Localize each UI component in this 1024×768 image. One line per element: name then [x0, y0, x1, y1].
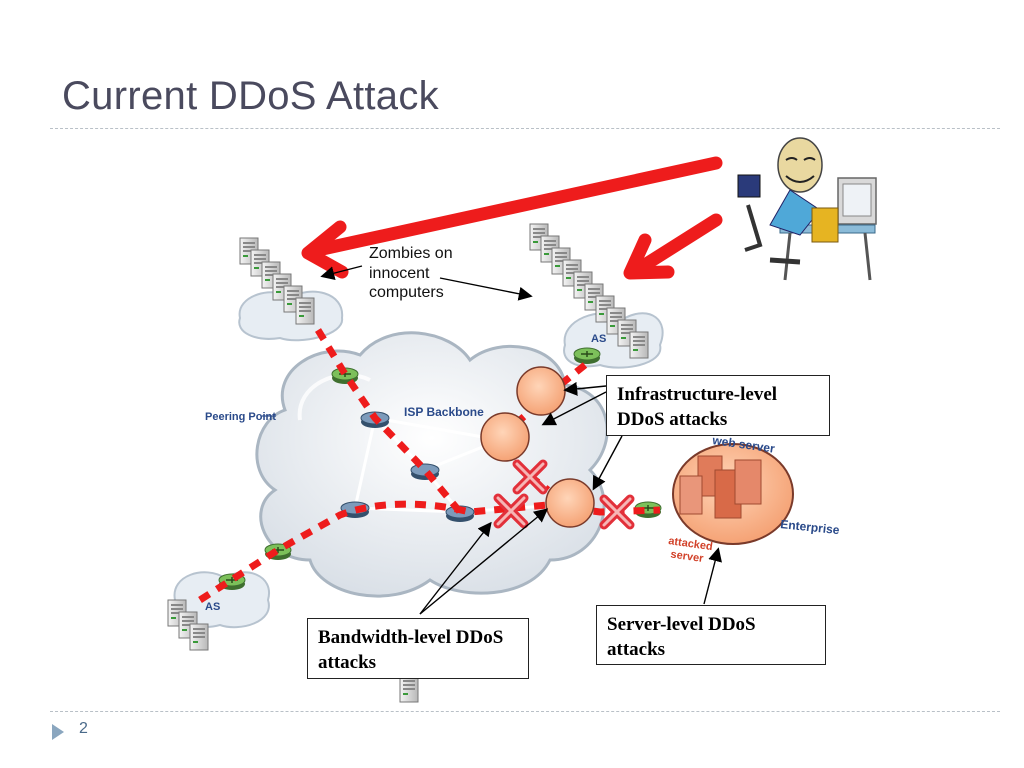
attacked-server-cluster: [672, 443, 794, 545]
infrastructure-callout: Infrastructure-level DDoS attacks: [606, 375, 830, 436]
slide-title: Current DDoS Attack: [62, 74, 439, 118]
page-number: 2: [79, 720, 88, 737]
server-callout: Server-level DDoS attacks: [596, 605, 826, 665]
isp-backbone-label: ISP Backbone: [404, 405, 484, 419]
top-left-as-cloud: [238, 290, 344, 342]
page-marker-icon: [52, 724, 64, 740]
server-stack-icon: [399, 675, 419, 703]
as-label-bottom: AS: [205, 601, 220, 613]
peering-point-label: Peering Point: [205, 411, 276, 423]
bandwidth-callout: Bandwidth-level DDoS attacks: [307, 618, 529, 679]
attack-command-arrows: [301, 156, 723, 280]
footer-divider: [50, 711, 1000, 712]
zombies-label: Zombies on innocent computers: [369, 245, 453, 301]
enterprise-label: Enterprise: [780, 517, 841, 537]
attacked-server-label: attackedserver: [666, 535, 714, 566]
pointer-lines: [320, 265, 722, 615]
title-divider: [50, 128, 1000, 129]
as-label-top: AS: [591, 333, 606, 345]
attacker-icon: [737, 137, 894, 298]
infrastructure-highlight-circles: [480, 366, 595, 528]
attack-paths: [198, 328, 661, 603]
blocked-x-icon: [604, 499, 630, 525]
router-icon: [573, 347, 601, 365]
